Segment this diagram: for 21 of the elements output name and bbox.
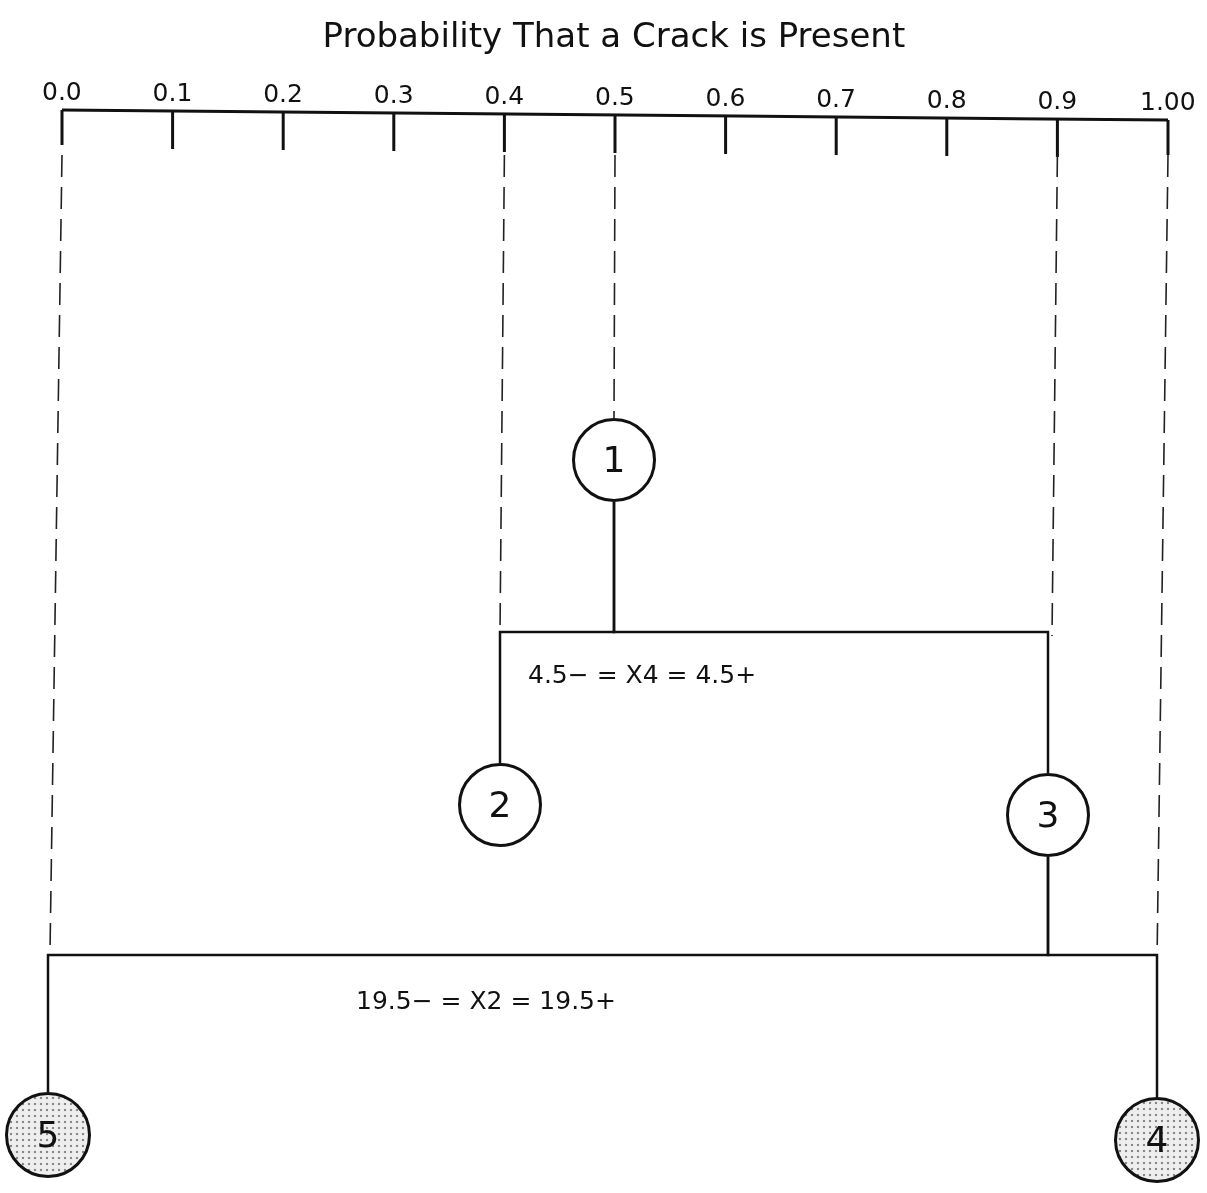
- tree-branch-line: [612, 502, 1050, 773]
- tick-label: 0.2: [263, 81, 303, 106]
- node-number: 2: [488, 787, 512, 823]
- tick-label: 1.00: [1140, 89, 1196, 114]
- axis-title: Probability That a Crack is Present: [322, 18, 906, 52]
- tick-label: 0.3: [373, 82, 414, 107]
- tree-branch-line: [1046, 857, 1159, 1097]
- node-number: 1: [602, 442, 626, 478]
- tick-label: 0.4: [484, 83, 525, 108]
- node-number: 3: [1036, 797, 1060, 833]
- tick-label: 0.9: [1037, 88, 1078, 113]
- split-condition-label: 19.5− = X2 = 19.5+: [356, 988, 616, 1013]
- tick-label: 0.6: [705, 85, 746, 110]
- tick-label: 0.8: [926, 87, 967, 112]
- split-condition-label: 4.5− = X4 = 4.5+: [528, 662, 757, 687]
- tick-label: 0.7: [816, 86, 856, 111]
- tick-label: 0.5: [595, 84, 635, 109]
- tick-label: 0.0: [42, 79, 82, 104]
- tick-label: 0.1: [152, 80, 193, 105]
- node-number: 4: [1145, 1122, 1169, 1158]
- node-number: 5: [36, 1117, 60, 1153]
